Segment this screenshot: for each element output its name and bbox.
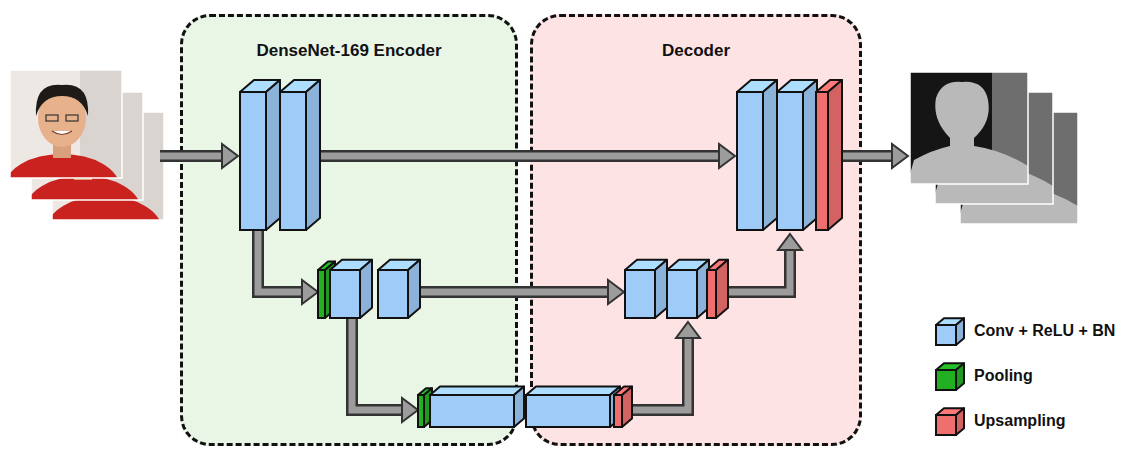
flow-arrow	[318, 144, 735, 168]
legend-item: Pooling	[932, 353, 1115, 398]
legend-label: Upsampling	[974, 412, 1066, 430]
conv-block	[430, 387, 524, 428]
conv-block	[777, 80, 817, 230]
legend-cube	[936, 408, 964, 435]
legend-swatch	[932, 404, 966, 438]
legend-label: Pooling	[974, 367, 1033, 385]
flow-arrow	[160, 144, 238, 168]
legend-cube	[936, 363, 964, 390]
upsampling-block	[816, 80, 842, 230]
legend-item: Conv + ReLU + BN	[932, 308, 1115, 353]
flow-arrow	[630, 322, 700, 410]
conv-block	[526, 387, 620, 428]
input-rgb-images	[4, 70, 164, 264]
upsampling-block	[614, 387, 632, 428]
conv-block	[280, 80, 320, 230]
conv-block	[667, 260, 709, 318]
region-heading: Decoder	[533, 41, 859, 61]
conv-block	[625, 260, 667, 318]
layer-blocks	[240, 80, 842, 427]
output-depth-maps	[906, 72, 1082, 228]
flow-arrow	[258, 230, 318, 304]
flow-arrow	[352, 318, 418, 422]
conv-block	[737, 80, 777, 230]
conv-block	[378, 260, 420, 318]
legend-swatch	[932, 359, 966, 393]
legend-swatch	[932, 314, 966, 348]
decoder-region: Decoder	[530, 14, 862, 446]
flow-arrow	[728, 234, 802, 292]
flow-arrow	[842, 144, 908, 168]
conv-block	[330, 260, 372, 318]
legend-label: Conv + ReLU + BN	[974, 322, 1115, 340]
flow-arrow	[420, 280, 624, 304]
legend: Conv + ReLU + BN PoolingUpsampling	[932, 308, 1115, 443]
legend-item: Upsampling	[932, 398, 1115, 443]
legend-cube	[936, 318, 964, 345]
conv-block	[240, 80, 280, 230]
upsampling-block	[707, 260, 728, 318]
region-heading: DenseNet-169 Encoder	[183, 41, 515, 61]
